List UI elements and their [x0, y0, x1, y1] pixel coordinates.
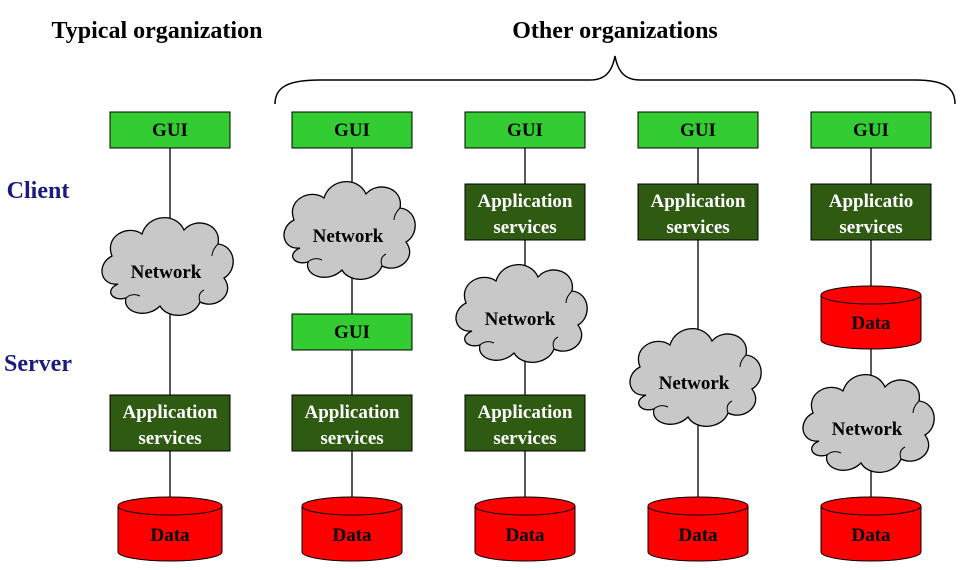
network-label: Network: [485, 309, 556, 330]
data-cylinder: [474, 496, 576, 562]
data-cylinder: [117, 496, 223, 562]
data-label: Data: [851, 313, 891, 334]
app-label-line2: services: [839, 217, 902, 238]
gui-label: GUI: [334, 120, 370, 141]
app-label-line1: Application: [477, 191, 572, 212]
column-3: GUI Application services Network Applica…: [455, 111, 588, 562]
app-label-line1: Application: [122, 402, 217, 423]
app-label-line2: services: [320, 428, 383, 449]
column-2: GUI Network GUI Application services Dat…: [283, 111, 416, 562]
gui-box-server: [291, 313, 413, 351]
data-cylinder: [301, 496, 403, 562]
data-label: Data: [332, 525, 372, 546]
row-label-server: Server: [4, 351, 72, 377]
gui-label: GUI: [152, 120, 188, 141]
network-label: Network: [832, 419, 903, 440]
column-4: GUI Application services Network Data: [629, 111, 762, 562]
gui-label: GUI: [680, 120, 716, 141]
app-label-line2: services: [666, 217, 729, 238]
gui-label: GUI: [853, 120, 889, 141]
gui-box: [637, 111, 759, 149]
gui-label: GUI: [334, 322, 370, 343]
app-label-line1: Application: [477, 402, 572, 423]
app-label-line1: Application: [304, 402, 399, 423]
gui-box: [291, 111, 413, 149]
network-label: Network: [659, 373, 730, 394]
gui-box: [810, 111, 932, 149]
data-label: Data: [678, 525, 718, 546]
column-typical: GUI Network Application services Data: [101, 111, 234, 562]
gui-label: GUI: [507, 120, 543, 141]
data-cylinder: [647, 496, 749, 562]
app-services-box: [291, 394, 413, 452]
title-typical: Typical organization: [52, 18, 263, 44]
row-label-client: Client: [7, 178, 70, 204]
gui-box: [464, 111, 586, 149]
data-cylinder-server: [820, 496, 922, 562]
data-label: Data: [505, 525, 545, 546]
network-label: Network: [131, 262, 202, 283]
app-services-box: [637, 183, 759, 241]
app-services-box-server: [464, 394, 586, 452]
app-label-line2: services: [493, 217, 556, 238]
app-label-line1: Application: [650, 191, 745, 212]
app-services-box: [810, 183, 932, 241]
data-label: Data: [150, 525, 190, 546]
data-cylinder-client: [820, 285, 922, 350]
data-label: Data: [851, 525, 891, 546]
app-services-box-client: [464, 183, 586, 241]
app-label-line2: services: [493, 428, 556, 449]
gui-box: [109, 111, 231, 149]
app-services-box: [109, 394, 231, 452]
brace: [274, 55, 956, 105]
title-other: Other organizations: [512, 18, 718, 44]
app-label-line1: Applicatio: [829, 191, 913, 212]
network-label: Network: [313, 226, 384, 247]
column-5: GUI Applicatio services Data Network Dat…: [802, 111, 935, 562]
app-label-line2: services: [138, 428, 201, 449]
